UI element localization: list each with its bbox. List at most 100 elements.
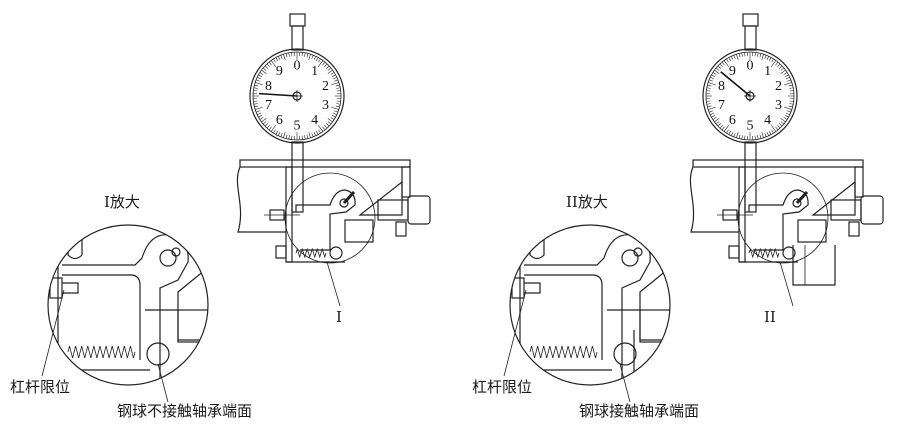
dial-tick xyxy=(322,126,326,131)
dial-tick xyxy=(708,110,713,113)
dial-tick xyxy=(257,76,261,80)
stem-cap xyxy=(742,13,759,27)
seal-block xyxy=(639,309,670,343)
dial-tick xyxy=(717,123,722,127)
dial-number: 5 xyxy=(294,119,301,134)
dial-number: 1 xyxy=(764,64,771,79)
leader-lever-stop xyxy=(503,289,527,377)
dial-tick xyxy=(730,132,734,136)
dial-tick xyxy=(301,135,303,140)
dial-tick xyxy=(327,121,332,125)
dial-tick xyxy=(280,133,283,138)
dial-tick xyxy=(788,84,793,87)
dial-number: 8 xyxy=(265,79,272,94)
housing-block xyxy=(177,269,208,341)
dial-tick xyxy=(322,61,326,66)
dial-tick xyxy=(708,82,716,86)
dial-number: 4 xyxy=(764,113,771,128)
dial-tick xyxy=(283,132,286,138)
dial-number: 4 xyxy=(311,113,318,128)
dial-tick xyxy=(333,112,337,116)
dial-tick xyxy=(255,110,260,113)
leader-ball xyxy=(157,363,169,403)
dial-number: 3 xyxy=(775,98,782,113)
dial-tick xyxy=(273,129,276,134)
dial-tick xyxy=(261,69,267,74)
spring xyxy=(748,247,780,259)
dial-tick xyxy=(715,67,720,71)
dial-tick xyxy=(327,118,333,123)
dial-tick xyxy=(777,63,781,68)
dial-tick xyxy=(255,106,263,110)
dial-tick xyxy=(324,63,328,68)
housing-top-wall xyxy=(239,159,411,168)
dial-tick xyxy=(726,129,729,134)
lever-pin xyxy=(633,247,643,257)
dial-tick xyxy=(288,135,290,140)
dial-tick xyxy=(787,79,792,82)
spring xyxy=(295,247,327,259)
dial-number: 6 xyxy=(729,113,736,128)
dial-tick xyxy=(721,126,725,131)
lever-pin xyxy=(171,247,181,257)
magnify-title-right: II放大 xyxy=(566,193,608,211)
dial-tick xyxy=(783,72,788,75)
lever-arm xyxy=(524,234,651,385)
dial-tick xyxy=(736,132,739,138)
dial-tick xyxy=(771,58,774,63)
wedge-block xyxy=(358,180,403,216)
dial-tick xyxy=(253,103,258,105)
dial-tick xyxy=(308,132,311,138)
dial-tick xyxy=(766,132,770,136)
dial-tick xyxy=(335,84,340,87)
dial-tick xyxy=(308,54,311,60)
dial-tick xyxy=(262,67,267,71)
dial-tick xyxy=(741,135,743,140)
dial-tick xyxy=(316,130,319,135)
housing-right-wall xyxy=(854,166,864,198)
dial-tick xyxy=(733,133,736,138)
dial-tick xyxy=(301,52,303,57)
adjust-knob xyxy=(860,195,884,225)
housing-top-wall xyxy=(692,159,864,168)
dial-tick xyxy=(766,56,770,60)
dial-tick xyxy=(787,110,792,113)
dial-tick xyxy=(784,115,789,118)
lever-arm xyxy=(62,234,189,385)
dial-tick xyxy=(708,106,716,110)
dial-tick xyxy=(770,124,777,132)
dial-tick xyxy=(275,57,278,62)
dial-tick xyxy=(775,61,779,66)
lever-inner xyxy=(524,274,603,360)
dial-tick xyxy=(304,135,306,140)
leader-line-marker xyxy=(779,261,794,307)
dial-tick xyxy=(285,53,288,58)
housing-body-outline xyxy=(236,166,286,233)
dial-tick xyxy=(712,117,717,120)
housing-right-wall xyxy=(401,166,411,198)
dial-face xyxy=(702,48,798,144)
dial-number: 0 xyxy=(747,59,754,74)
lever-stop-tip xyxy=(524,282,541,294)
dial-number: 7 xyxy=(718,98,725,113)
dial-tick xyxy=(311,54,314,59)
dial-tick xyxy=(730,56,734,60)
dial-tick xyxy=(738,134,741,139)
dial-number: 5 xyxy=(747,119,754,134)
dial-tick xyxy=(273,58,276,63)
dial-tick xyxy=(764,54,767,59)
dial-tick xyxy=(719,124,723,129)
dial-tick xyxy=(268,126,272,131)
dial-pointer xyxy=(720,71,751,97)
steel-ball xyxy=(613,342,637,366)
dial-tick xyxy=(334,110,339,113)
dial-tick xyxy=(258,115,263,118)
adjust-screw-body xyxy=(377,199,409,221)
dial-tick xyxy=(334,79,339,82)
dial-tick xyxy=(254,84,259,87)
dial-tick xyxy=(336,100,341,102)
steel-ball xyxy=(782,246,796,260)
housing-body-outline xyxy=(689,166,739,233)
dial-tick xyxy=(330,117,335,120)
